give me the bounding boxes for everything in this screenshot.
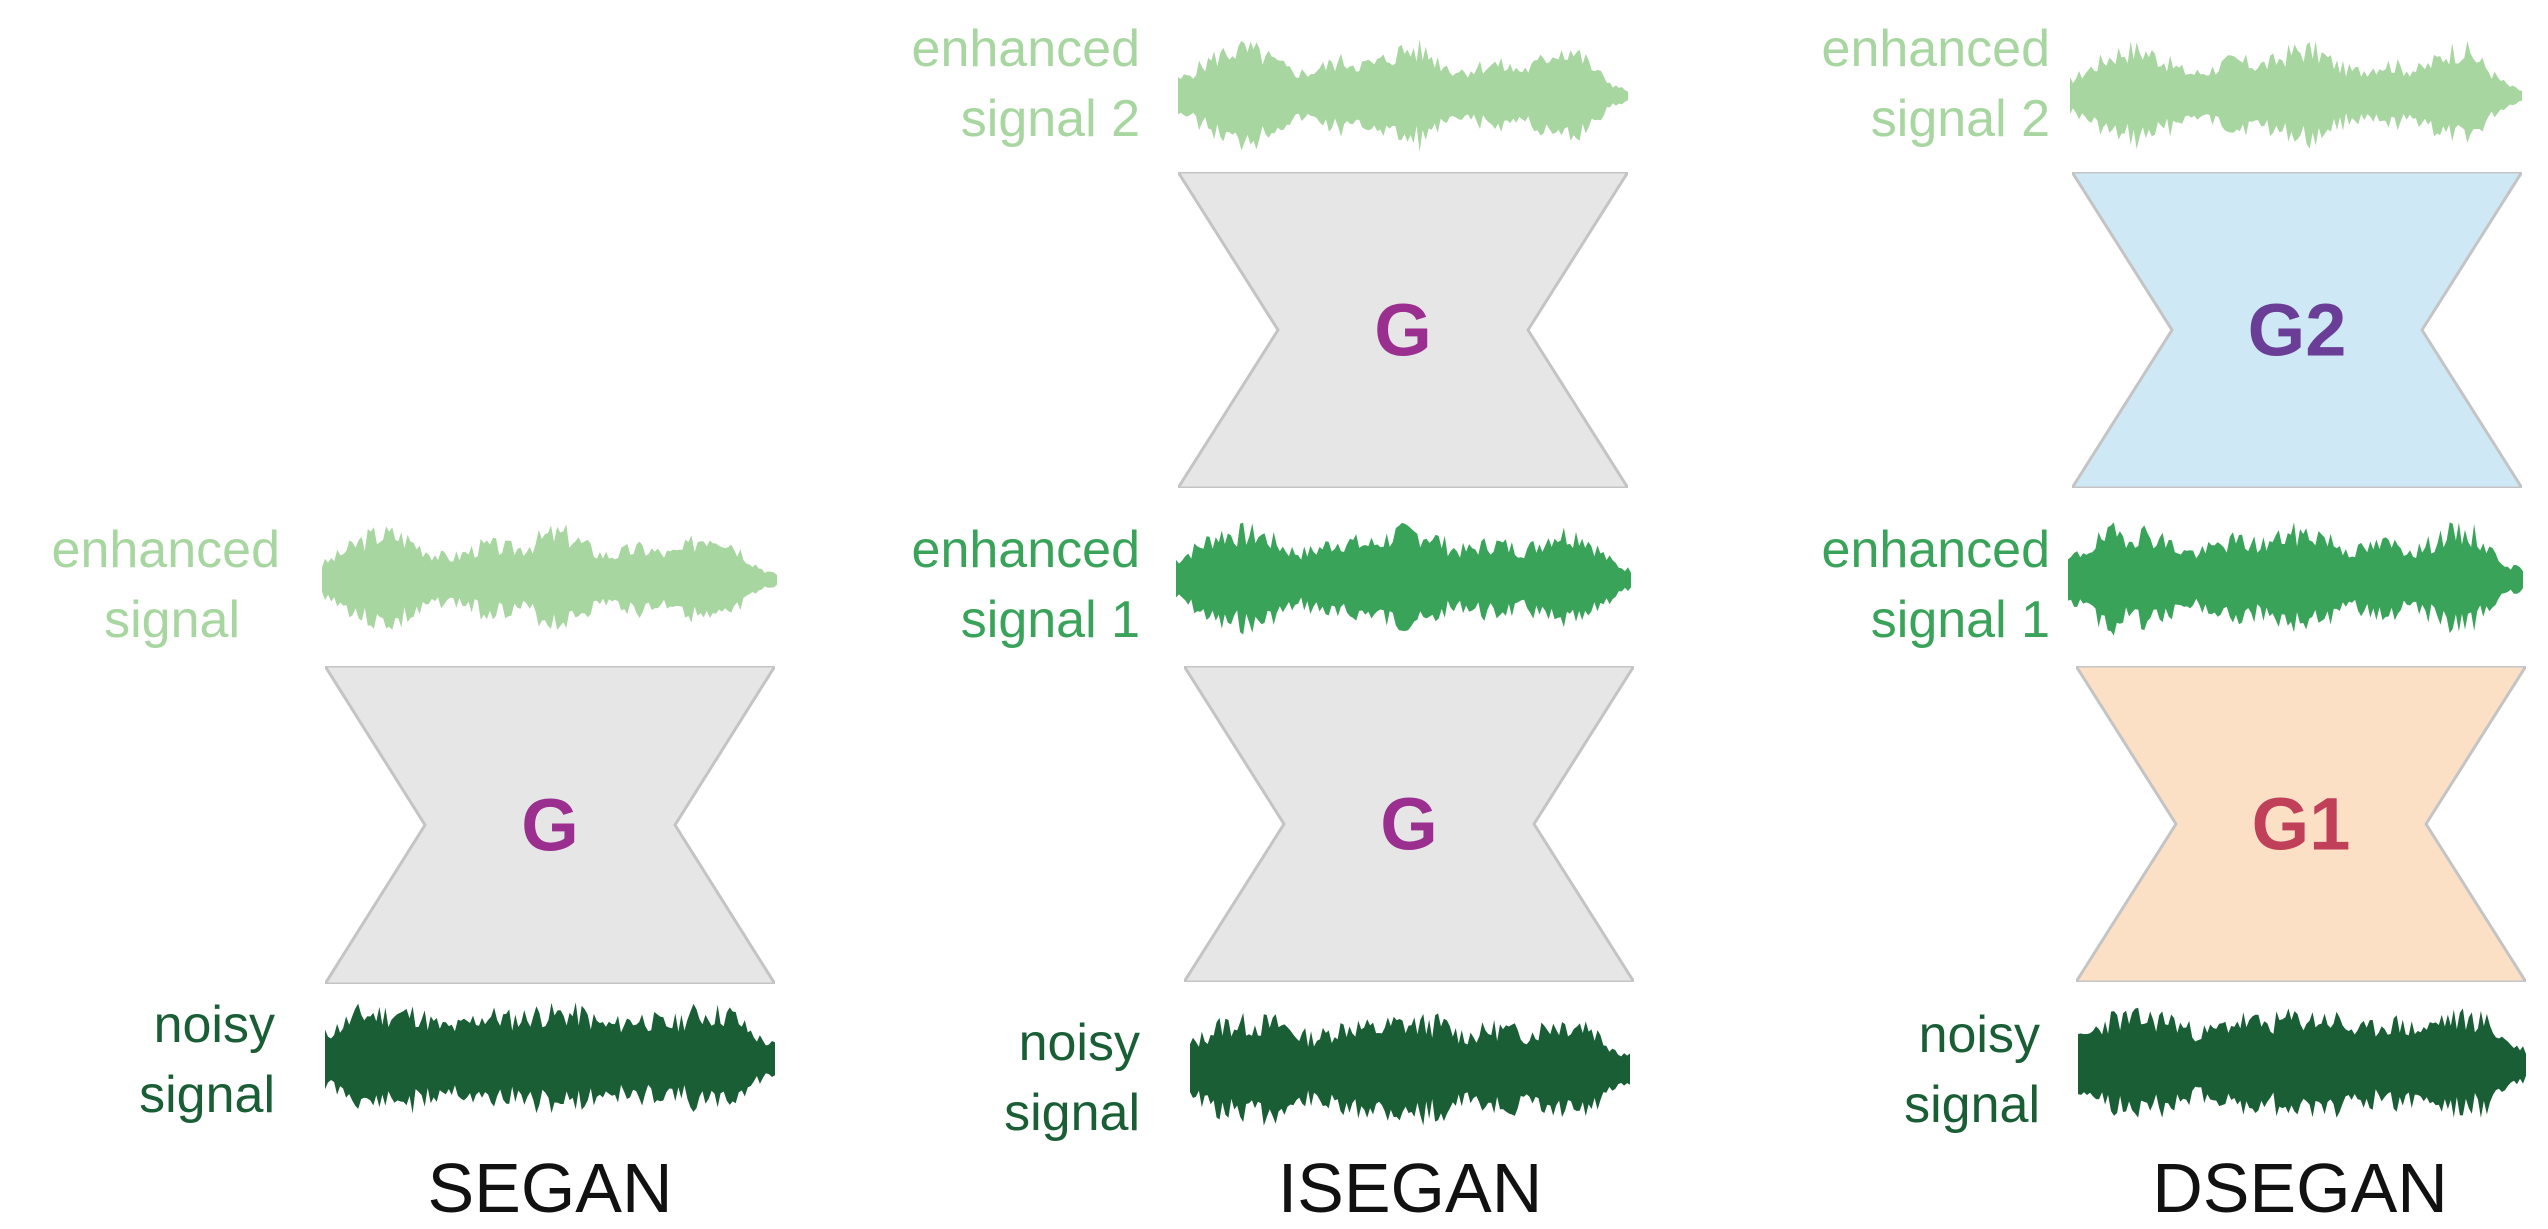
waveform-shape <box>2070 40 2522 150</box>
waveform-shape <box>1176 522 1631 635</box>
label-line: enhanced <box>911 521 1140 579</box>
generator-label: G <box>1380 782 1438 866</box>
label-line: signal <box>104 591 240 649</box>
label-line: enhanced <box>911 20 1140 78</box>
waveform-icon <box>2068 522 2523 636</box>
isegan-caption: ISEGAN <box>1277 1149 1543 1227</box>
waveform-icon <box>1190 1012 1630 1126</box>
generator-label: G1 <box>2251 782 2351 866</box>
waveform-icon <box>1176 522 1631 635</box>
segan-enhanced-waveform <box>322 520 777 640</box>
generator-label: G <box>1374 288 1432 372</box>
waveform-icon <box>2078 1007 2526 1118</box>
generator-hourglass-shape <box>325 666 775 984</box>
dsegan-enhanced1-waveform <box>2068 520 2523 640</box>
label-line: enhanced <box>51 521 280 579</box>
label-line: enhanced <box>1821 20 2050 78</box>
segan-generator-g: G <box>325 666 775 984</box>
waveform-icon <box>2070 40 2522 150</box>
waveform-shape <box>2068 522 2523 636</box>
dsegan-noisy-waveform <box>2078 1005 2526 1125</box>
generator-hourglass-shape <box>1178 172 1628 488</box>
waveform-shape <box>1178 39 1628 153</box>
waveform-shape <box>1190 1012 1630 1126</box>
waveform-icon <box>325 1002 775 1114</box>
dsegan-enhanced2-label: enhanced signal 2 <box>1740 14 2050 154</box>
isegan-enhanced1-label: enhanced signal 1 <box>840 515 1140 655</box>
segan-noisy-label: noisy signal <box>0 990 275 1130</box>
waveform-shape <box>325 1002 775 1114</box>
waveform-shape <box>2078 1007 2526 1118</box>
label-line: signal 2 <box>1870 90 2050 148</box>
label-line: signal <box>1904 1076 2040 1134</box>
label-line: signal 1 <box>1870 591 2050 649</box>
segan-caption: SEGAN <box>427 1149 673 1227</box>
label-line: noisy <box>153 996 275 1054</box>
dsegan-caption: DSEGAN <box>2152 1149 2448 1227</box>
isegan-enhanced2-waveform <box>1178 36 1628 156</box>
segan-panel: enhanced signal G noisy signal SEGAN <box>0 0 820 1229</box>
dsegan-noisy-label: noisy signal <box>1740 1000 2040 1140</box>
label-line: noisy <box>1918 1006 2040 1064</box>
label-line: signal 1 <box>960 591 1140 649</box>
isegan-enhanced2-label: enhanced signal 2 <box>840 14 1140 154</box>
generator-hourglass-shape <box>2076 666 2526 982</box>
isegan-generator-bottom: G <box>1184 666 1634 982</box>
waveform-icon <box>322 524 777 630</box>
dsegan-enhanced1-label: enhanced signal 1 <box>1740 515 2050 655</box>
label-line: signal 2 <box>960 90 1140 148</box>
dsegan-generator-g2: G2 <box>2072 172 2522 488</box>
generator-label: G2 <box>2247 288 2347 372</box>
label-line: signal <box>1004 1084 1140 1142</box>
label-line: signal <box>139 1066 275 1124</box>
isegan-noisy-waveform <box>1190 1010 1630 1130</box>
generator-hourglass-shape <box>2072 172 2522 488</box>
isegan-generator-top: G <box>1178 172 1628 488</box>
label-line: noisy <box>1018 1014 1140 1072</box>
dsegan-panel: enhanced signal 2 G2 enhanced signal 1 G… <box>1740 0 2548 1229</box>
dsegan-generator-g1: G1 <box>2076 666 2526 982</box>
isegan-enhanced1-waveform <box>1176 520 1631 640</box>
isegan-noisy-label: noisy signal <box>840 1008 1140 1148</box>
isegan-panel: enhanced signal 2 G enhanced signal 1 G … <box>840 0 1670 1229</box>
label-line: enhanced <box>1821 521 2050 579</box>
segan-noisy-waveform <box>325 1000 775 1120</box>
generator-hourglass-shape <box>1184 666 1634 982</box>
dsegan-enhanced2-waveform <box>2070 36 2522 156</box>
waveform-icon <box>1178 39 1628 153</box>
generator-label: G <box>521 783 579 867</box>
segan-enhanced-label: enhanced signal <box>0 515 280 655</box>
waveform-shape <box>322 524 777 630</box>
